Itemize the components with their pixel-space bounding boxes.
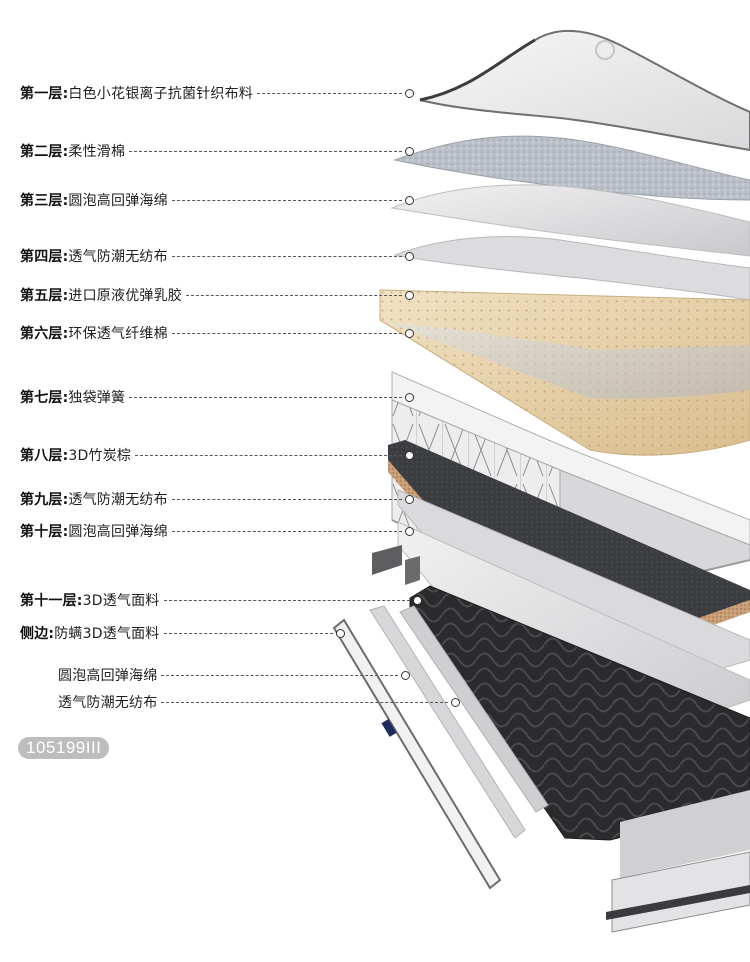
side-fabric-prefix: 侧边:	[20, 626, 55, 642]
side-foam-strip	[369, 605, 526, 839]
callout-dot	[451, 697, 460, 707]
leader-line	[257, 92, 402, 94]
callout-dot	[405, 526, 414, 536]
callout-dot	[336, 628, 345, 638]
label-layer-7: 第七层:独袋弹簧	[20, 387, 414, 407]
leader-line	[135, 454, 402, 456]
callout-dot	[405, 450, 414, 460]
label-layer-4: 第四层:透气防潮无纺布	[20, 246, 414, 266]
leader-line	[129, 396, 402, 398]
leader-line	[171, 498, 402, 500]
layer-2-prefix: 第二层:	[20, 144, 69, 160]
leader-line	[161, 701, 448, 703]
callout-dot	[405, 146, 414, 156]
layer-5-prefix: 第五层:	[20, 288, 69, 304]
layer-3-text: 圆泡高回弹海绵	[68, 193, 168, 209]
side-nonwoven-strip	[399, 605, 549, 813]
layer-5-text: 进口原液优弹乳胶	[68, 288, 183, 304]
side-3d-fabric-strip	[332, 618, 502, 890]
label-side-nonwoven: 透气防潮无纺布	[58, 692, 460, 712]
layer-2-text: 柔性滑棉	[68, 144, 126, 160]
callout-dot	[401, 670, 410, 680]
layer-11-text: 3D透气面料	[82, 593, 160, 609]
layer-7-text: 独袋弹簧	[68, 390, 126, 406]
side-small-pieces	[372, 545, 420, 585]
leader-line	[163, 599, 410, 601]
callout-dot	[405, 328, 414, 338]
layer-3-prefix: 第三层:	[20, 193, 69, 209]
label-layer-8: 第八层:3D竹炭棕	[20, 445, 414, 465]
bottom-edge-strips	[606, 790, 750, 933]
label-side-fabric: 侧边:防螨3D透气面料	[20, 623, 345, 643]
leader-line	[129, 150, 402, 152]
layer-9-prefix: 第九层:	[20, 492, 69, 508]
leader-line	[171, 199, 402, 201]
side-foam-text: 圆泡高回弹海绵	[58, 668, 158, 684]
label-layer-10: 第十层:圆泡高回弹海绵	[20, 521, 414, 541]
layer-1-text: 白色小花银离子抗菌针织布料	[68, 86, 254, 102]
layer-6-fiber-cotton	[386, 322, 750, 399]
layer-9-text: 透气防潮无纺布	[68, 492, 168, 508]
label-layer-5: 第五层:进口原液优弹乳胶	[20, 285, 414, 305]
leader-line	[163, 632, 333, 634]
layer-4-prefix: 第四层:	[20, 249, 69, 265]
layer-8-text: 3D竹炭棕	[68, 448, 132, 464]
layer-3-foam	[390, 184, 750, 257]
callout-dot	[405, 88, 414, 98]
callout-dot	[405, 290, 414, 300]
layer-8-prefix: 第八层:	[20, 448, 69, 464]
layer-6-text: 环保透气纤维棉	[68, 326, 168, 342]
callout-dot	[405, 494, 414, 504]
side-nonwoven-text: 透气防潮无纺布	[58, 695, 158, 711]
leader-line	[161, 674, 398, 676]
label-layer-6: 第六层:环保透气纤维棉	[20, 323, 414, 343]
callout-dot	[405, 195, 414, 205]
layer-7-prefix: 第七层:	[20, 390, 69, 406]
leader-line	[186, 294, 402, 296]
leader-line	[171, 530, 402, 532]
label-layer-2: 第二层:柔性滑棉	[20, 141, 414, 161]
label-layer-1: 第一层:白色小花银离子抗菌针织布料	[20, 83, 414, 103]
callout-dot	[405, 251, 414, 261]
label-layer-11: 第十一层:3D透气面料	[20, 590, 422, 610]
label-side-foam: 圆泡高回弹海绵	[58, 665, 410, 685]
leader-line	[171, 255, 402, 257]
layer-1-prefix: 第一层:	[20, 86, 69, 102]
layer-4-nonwoven	[393, 236, 750, 301]
leader-line	[171, 332, 402, 334]
layer-11-prefix: 第十一层:	[20, 593, 83, 609]
layer-10-prefix: 第十层:	[20, 524, 69, 540]
label-layer-3: 第三层:圆泡高回弹海绵	[20, 190, 414, 210]
side-fabric-text: 防螨3D透气面料	[54, 626, 160, 642]
model-code-badge: 105199III	[18, 737, 110, 759]
layer-2-soft-wool	[393, 135, 750, 201]
layer-1-knit-fabric	[419, 29, 750, 152]
callout-dot	[413, 595, 422, 605]
layer-10-text: 圆泡高回弹海绵	[68, 524, 168, 540]
label-layer-9: 第九层:透气防潮无纺布	[20, 489, 414, 509]
callout-dot	[405, 392, 414, 402]
layer-4-text: 透气防潮无纺布	[68, 249, 168, 265]
layer-6-prefix: 第六层:	[20, 326, 69, 342]
